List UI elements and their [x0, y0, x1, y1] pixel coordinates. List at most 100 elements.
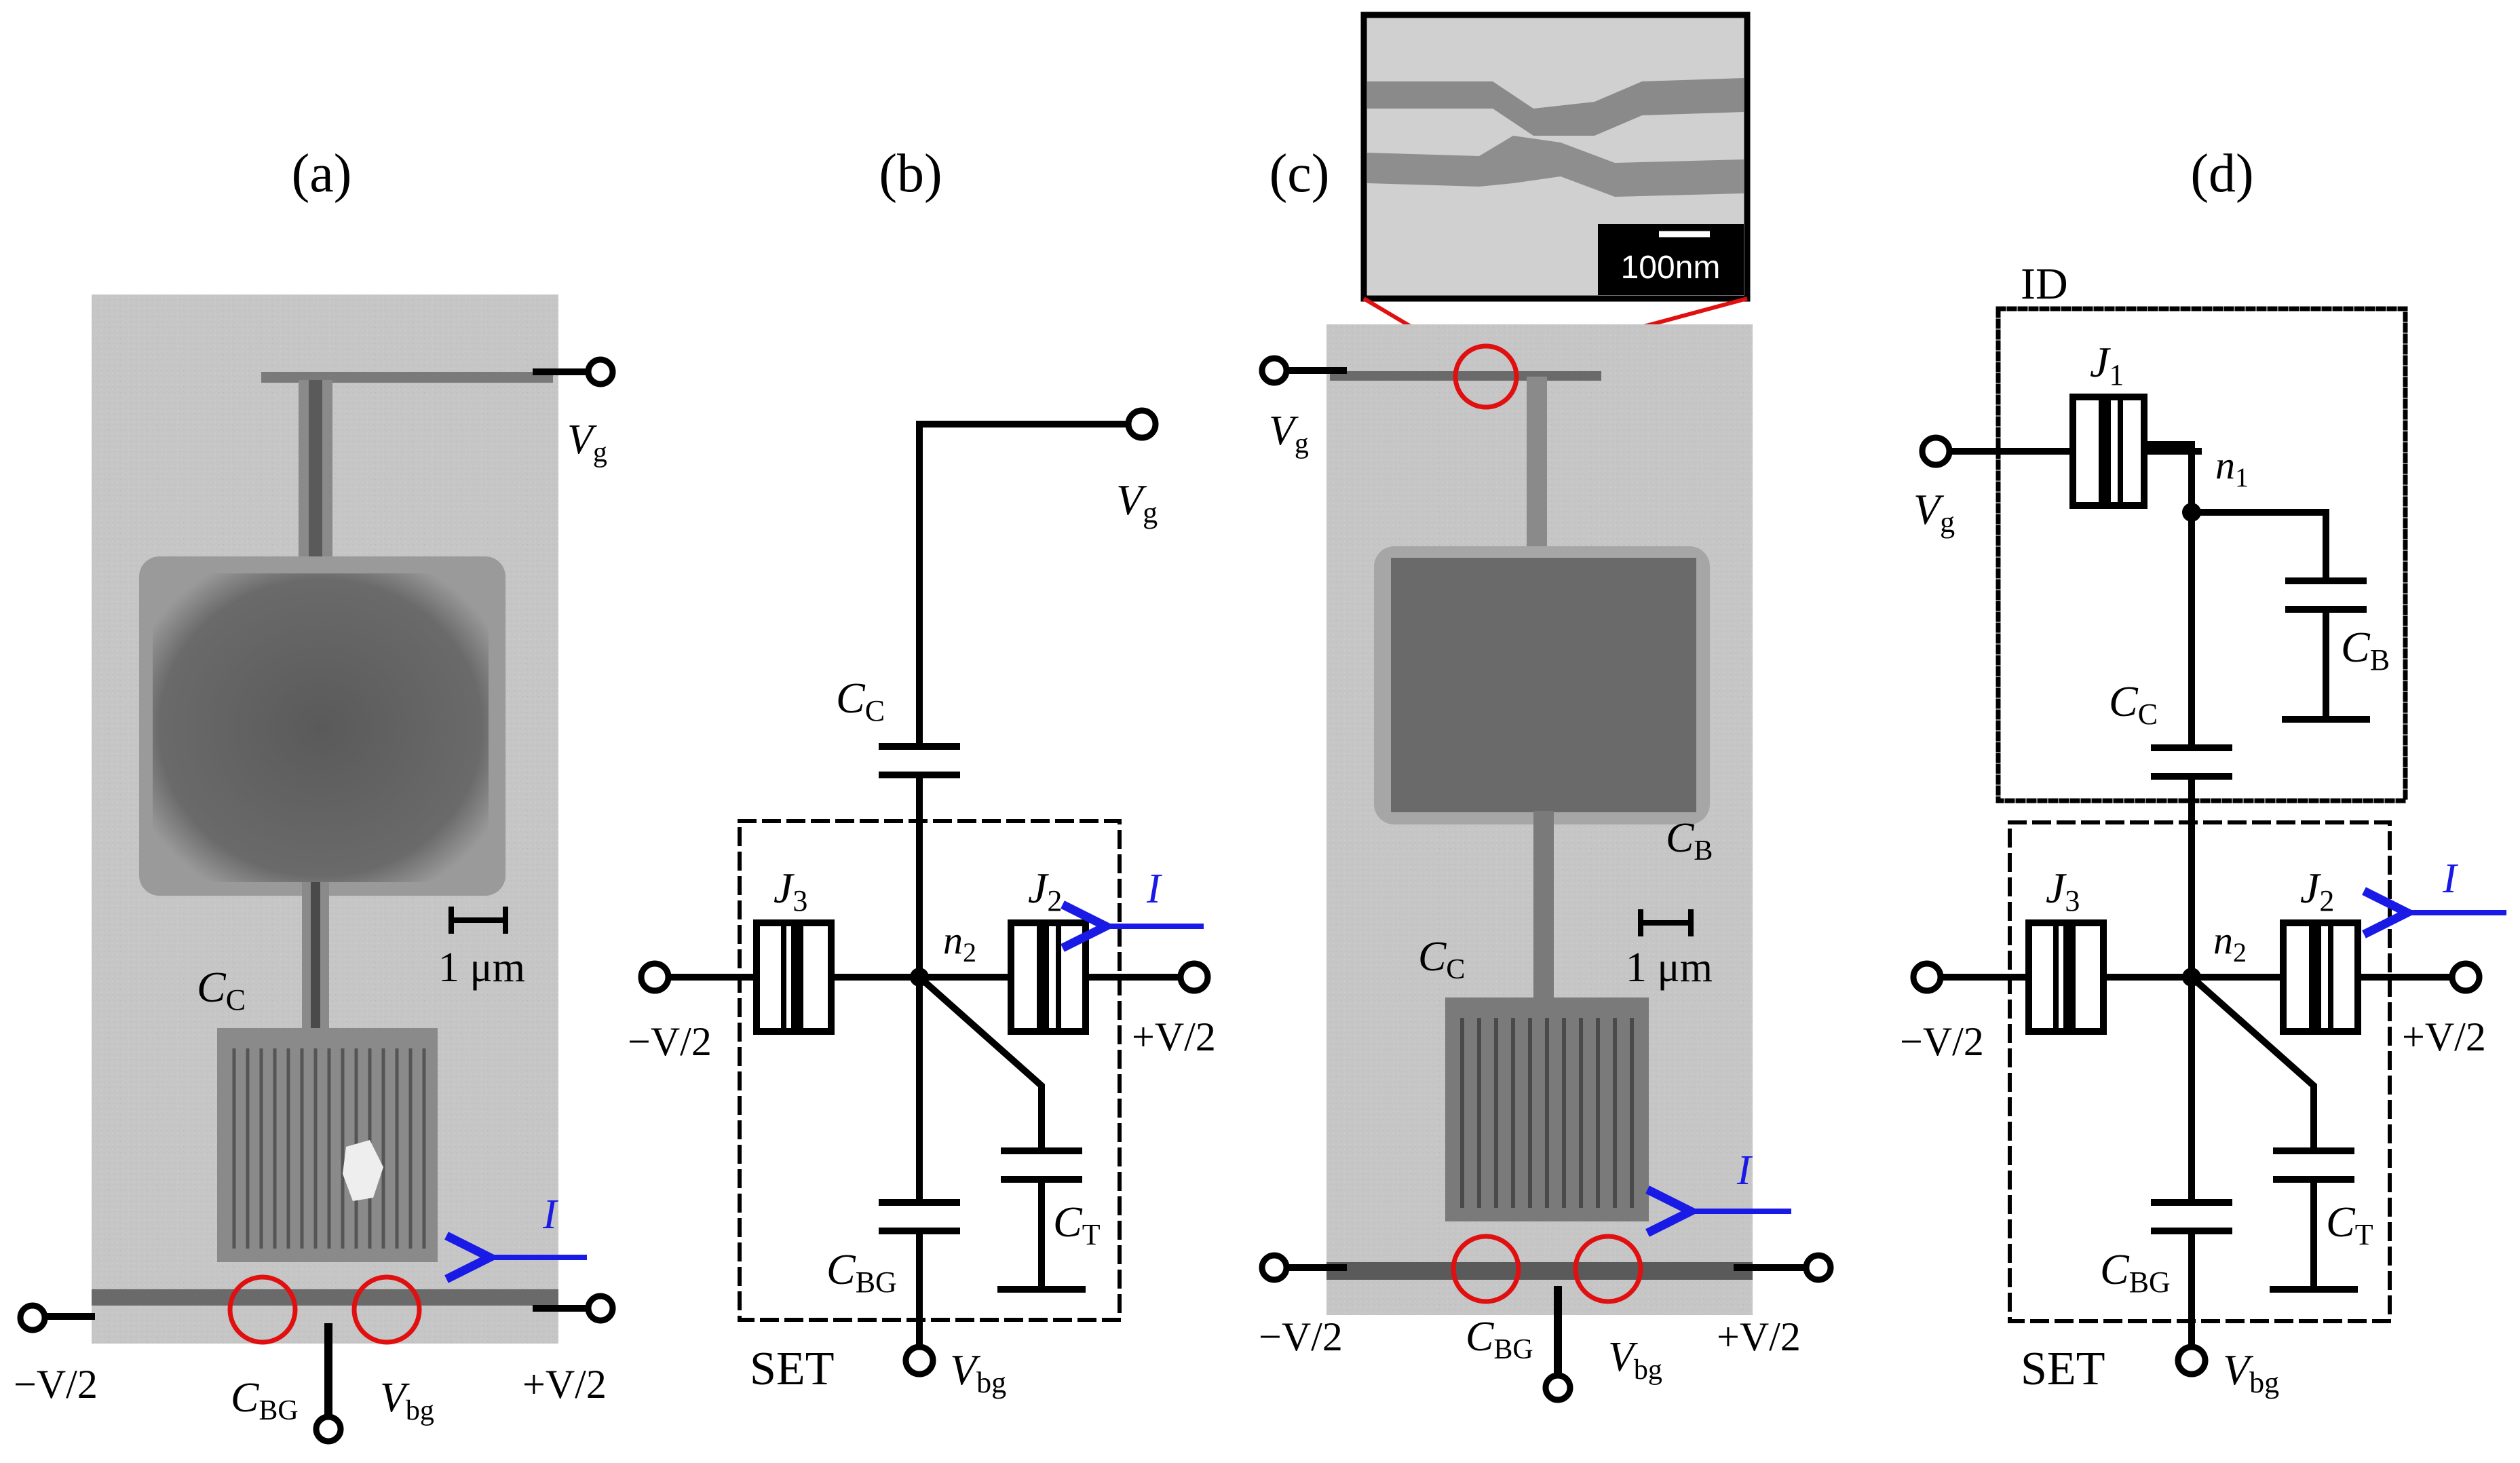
panel-a-label: (a): [292, 144, 352, 204]
bottom-lead-c: [1326, 1262, 1753, 1280]
n2-label-b: n2: [943, 918, 976, 968]
n2-label-d: n2: [2213, 918, 2247, 968]
minus-v-label-c: −V/2: [1259, 1314, 1343, 1359]
vg-wire-b: [916, 421, 1130, 750]
ct-branch-wire-d: [2186, 972, 2317, 1293]
vbg-terminal-b: [902, 1344, 936, 1378]
vbg-terminal-a: [313, 1413, 344, 1445]
panel-d-label: (d): [2190, 144, 2253, 204]
plus-v-label-a: +V/2: [522, 1362, 607, 1407]
ct-label-d: CT: [2326, 1198, 2373, 1251]
cb-label-d: CB: [2341, 623, 2390, 677]
panel-c: (c) 100nm 1 μm: [1259, 12, 1834, 1403]
ct-capacitor-b: [1001, 1147, 1082, 1183]
id-label-d: ID: [2021, 259, 2068, 309]
gate-stem-core-a: [309, 380, 322, 584]
vg-label-a: Vg: [567, 417, 607, 468]
bottom-lead-a: [92, 1289, 558, 1306]
vg-label-b: Vg: [1116, 476, 1158, 529]
junction-j1-d: [2069, 394, 2147, 509]
vg-terminal-b: [1125, 407, 1159, 441]
j3-label-d: J3: [2046, 864, 2080, 917]
vbg-label-b: Vbg: [950, 1346, 1006, 1399]
scale-label-a: 1 μm: [438, 945, 525, 991]
vbg-terminal-d: [2175, 1344, 2209, 1378]
plus-v-terminal-b: [1177, 960, 1211, 994]
cbg-label-d: CBG: [2100, 1245, 2171, 1299]
panel-b: (b): [628, 144, 1216, 1399]
plus-v-terminal-d: [2449, 960, 2483, 994]
current-label-c: I: [1736, 1147, 1753, 1194]
minus-v-terminal-b: [638, 960, 672, 994]
plus-v-label-b: +V/2: [1132, 1014, 1216, 1059]
cc-label-a: CC: [197, 963, 246, 1016]
vbg-label-c: Vbg: [1608, 1334, 1662, 1386]
ct-capacitor-d: [2273, 1147, 2354, 1183]
set-label-b: SET: [750, 1343, 834, 1395]
panel-c-label: (c): [1269, 144, 1330, 204]
set-label-d: SET: [2021, 1343, 2105, 1395]
junction-highlight-circle-a: [351, 1274, 422, 1345]
lower-stem-core-a: [311, 882, 320, 1059]
capacitor-pad-a: [153, 573, 489, 882]
cb-capacitor-d: [2285, 577, 2367, 613]
plus-v-terminal-c: [1803, 1252, 1834, 1283]
scale-label-c: 1 μm: [1626, 945, 1713, 991]
capacitor-pad-c: [1391, 558, 1696, 812]
junction-j3-b: [753, 919, 835, 1035]
minus-v-label-d: −V/2: [1900, 1019, 1984, 1064]
vg-label-d: Vg: [1913, 485, 1955, 539]
plus-v-terminal-a: [585, 1293, 616, 1324]
current-label-a: I: [542, 1192, 559, 1238]
cc-label-c: CC: [1418, 934, 1465, 985]
vg-label-c: Vg: [1269, 408, 1309, 459]
cb-label-c: CB: [1666, 815, 1713, 867]
vbg-terminal-c: [1542, 1372, 1573, 1403]
cbg-capacitor-d: [2151, 1199, 2232, 1234]
cbg-highlight-circle-a: [227, 1274, 298, 1345]
cbg-label-a: CBG: [231, 1375, 299, 1426]
j3-label-b: J3: [774, 864, 807, 917]
vg-terminal-a: [585, 356, 616, 387]
lower-stem-c: [1533, 811, 1554, 1014]
panel-d: (d) ID: [1900, 144, 2506, 1399]
vg-terminal-c: [1259, 355, 1290, 386]
j2-label-b: J2: [1028, 864, 1062, 917]
debris-particle-a: [343, 1140, 383, 1201]
gate-highlight-circle-c: [1453, 343, 1519, 410]
id-box-d: [1996, 306, 2408, 803]
minus-v-terminal-d: [1910, 960, 1944, 994]
scale-bar-c: [1638, 909, 1694, 936]
minus-v-label-a: −V/2: [14, 1362, 98, 1407]
inset-wire-lower-c: [1367, 136, 1744, 197]
scale-bar-a: [448, 907, 508, 934]
plus-v-label-d: +V/2: [2402, 1014, 2486, 1059]
minus-v-terminal-c: [1259, 1252, 1290, 1283]
gate-line-c: [1330, 371, 1601, 381]
cbg-label-c: CBG: [1466, 1314, 1533, 1365]
vbg-label-d: Vbg: [2223, 1346, 2279, 1399]
current-label-b: I: [1146, 866, 1163, 912]
n1-label-d: n1: [2215, 443, 2249, 493]
plus-v-label-c: +V/2: [1717, 1314, 1801, 1359]
vbg-label-a: Vbg: [380, 1375, 434, 1426]
cc-label-b: CC: [836, 674, 885, 727]
ct-label-b: CT: [1053, 1198, 1101, 1251]
panel-b-label: (b): [879, 144, 942, 204]
j2-label-d: J2: [2300, 864, 2334, 917]
comb-fingers-a: [232, 1048, 426, 1249]
minus-v-terminal-a: [17, 1302, 48, 1333]
current-label-d: I: [2442, 856, 2459, 902]
n1-wire-d: [2141, 441, 2195, 516]
junction-j2-b: [1008, 919, 1089, 1035]
comb-fingers-c: [1460, 1018, 1634, 1208]
cb-branch-wire-d: [2188, 509, 2329, 723]
ct-branch-wire-b: [914, 972, 1045, 1293]
cc-capacitor-b: [879, 743, 960, 778]
gate-stem-c: [1527, 377, 1547, 560]
gate-line-a: [261, 372, 553, 383]
inset-scale-label-c: 100nm: [1621, 250, 1721, 286]
cbg-highlight-circle-c: [1451, 1234, 1521, 1304]
inset-wire-upper-c: [1367, 78, 1744, 136]
